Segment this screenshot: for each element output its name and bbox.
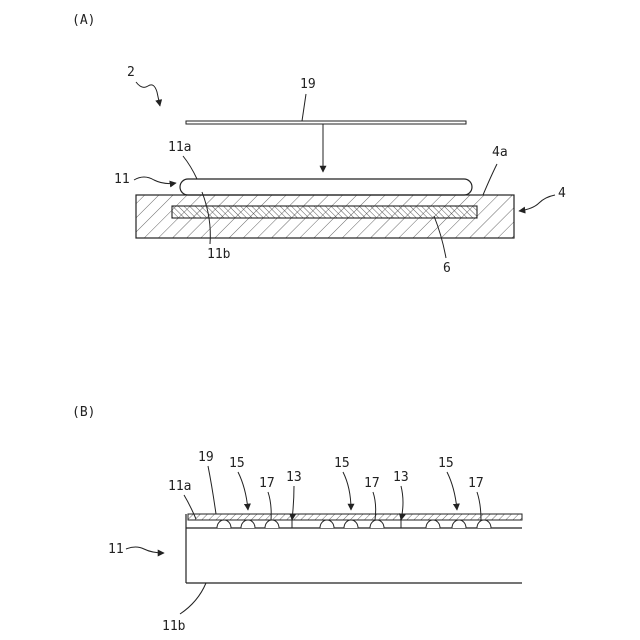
ref-15-label: 15 <box>229 456 245 471</box>
ref-11-leader <box>134 177 176 184</box>
ref-11-leader-b <box>126 547 164 553</box>
ref-11a-label-b: 11a <box>168 479 191 494</box>
ref-11a-label: 11a <box>168 140 191 155</box>
ref-11-label-b: 11 <box>108 542 124 557</box>
suction-plate <box>172 206 477 218</box>
ref-11b-label-b: 11b <box>162 619 186 634</box>
ref-19-label-b: 19 <box>198 450 214 465</box>
ref-15-leader <box>447 472 457 510</box>
bump <box>426 520 440 528</box>
ref-4a-label: 4a <box>492 145 508 160</box>
ref-4-label: 4 <box>558 186 566 201</box>
ref-19-label: 19 <box>300 77 316 92</box>
bump <box>265 520 279 528</box>
ref-6-label: 6 <box>443 261 451 276</box>
ref-2-label: 2 <box>127 65 135 80</box>
ref-11b-label: 11b <box>207 247 231 262</box>
bump <box>241 520 255 528</box>
ref-17-label: 17 <box>259 476 275 491</box>
ref-4-leader <box>519 195 555 211</box>
wafer <box>180 179 472 195</box>
ref-15-label: 15 <box>334 456 350 471</box>
bump <box>217 520 231 528</box>
ref-19-leader <box>302 94 306 121</box>
bump <box>370 520 384 528</box>
figure-a: (A) 2 19 11a 11 4a 4 11b 6 <box>72 13 566 276</box>
figure-a-label: (A) <box>72 13 95 28</box>
bump <box>452 520 466 528</box>
ref-11-label: 11 <box>114 172 130 187</box>
ref-13-label: 13 <box>393 470 409 485</box>
ref-17-label: 17 <box>468 476 484 491</box>
ref-15-leader <box>343 472 351 510</box>
ref-15-leader <box>238 472 248 510</box>
bump <box>320 520 334 528</box>
bump <box>344 520 358 528</box>
bump <box>477 520 491 528</box>
device-layer <box>186 520 522 528</box>
ref-19-leader-b <box>208 466 216 514</box>
ref-2-leader <box>136 82 160 106</box>
ref-15-label: 15 <box>438 456 454 471</box>
ref-17-label: 17 <box>364 476 380 491</box>
figure-b-label: (B) <box>72 405 95 420</box>
ref-11a-leader <box>183 156 197 179</box>
ref-13-label: 13 <box>286 470 302 485</box>
ref-11b-leader-b <box>180 583 206 614</box>
protective-tape-b <box>188 514 522 520</box>
figure-b: (B) 19 11a 15 15 15 1 <box>72 405 522 634</box>
ref-4a-leader <box>483 164 497 195</box>
protective-tape <box>186 121 466 124</box>
